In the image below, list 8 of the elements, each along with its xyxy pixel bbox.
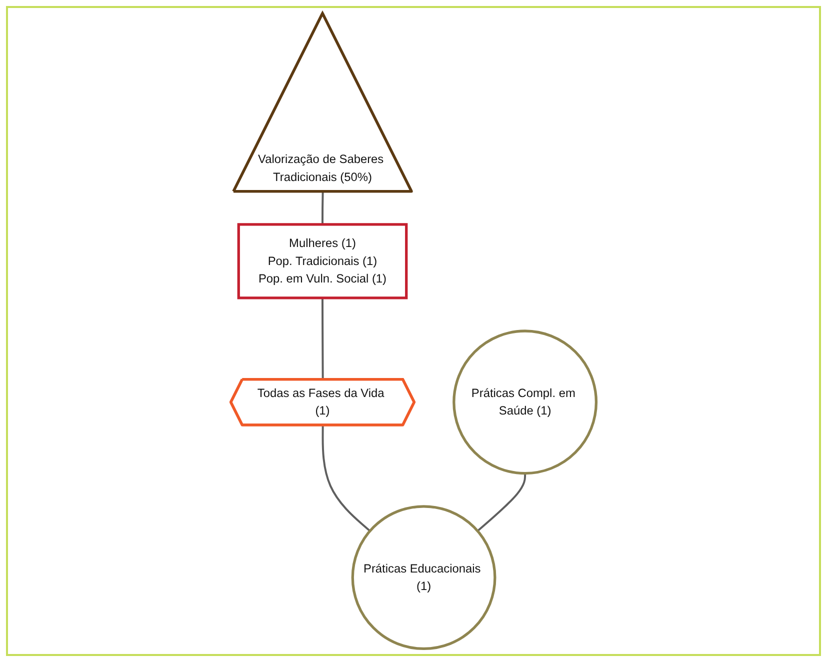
node-circle [351, 505, 496, 650]
node-box [237, 223, 408, 300]
connector [476, 473, 526, 532]
connector [322, 192, 324, 224]
node-circle [452, 330, 598, 475]
diagram-drawing: Valorização de Saberes Tradicionais (50%) Mulheres (1) Pop. Tradicionais (1) Pop. em Vuln. Social (1) Todas as Fases da Vida (1) Práticas Compl. em Saúde (1) Práticas Educacionais (1) [8, 8, 819, 654]
connector [322, 298, 324, 380]
connector [322, 425, 371, 532]
